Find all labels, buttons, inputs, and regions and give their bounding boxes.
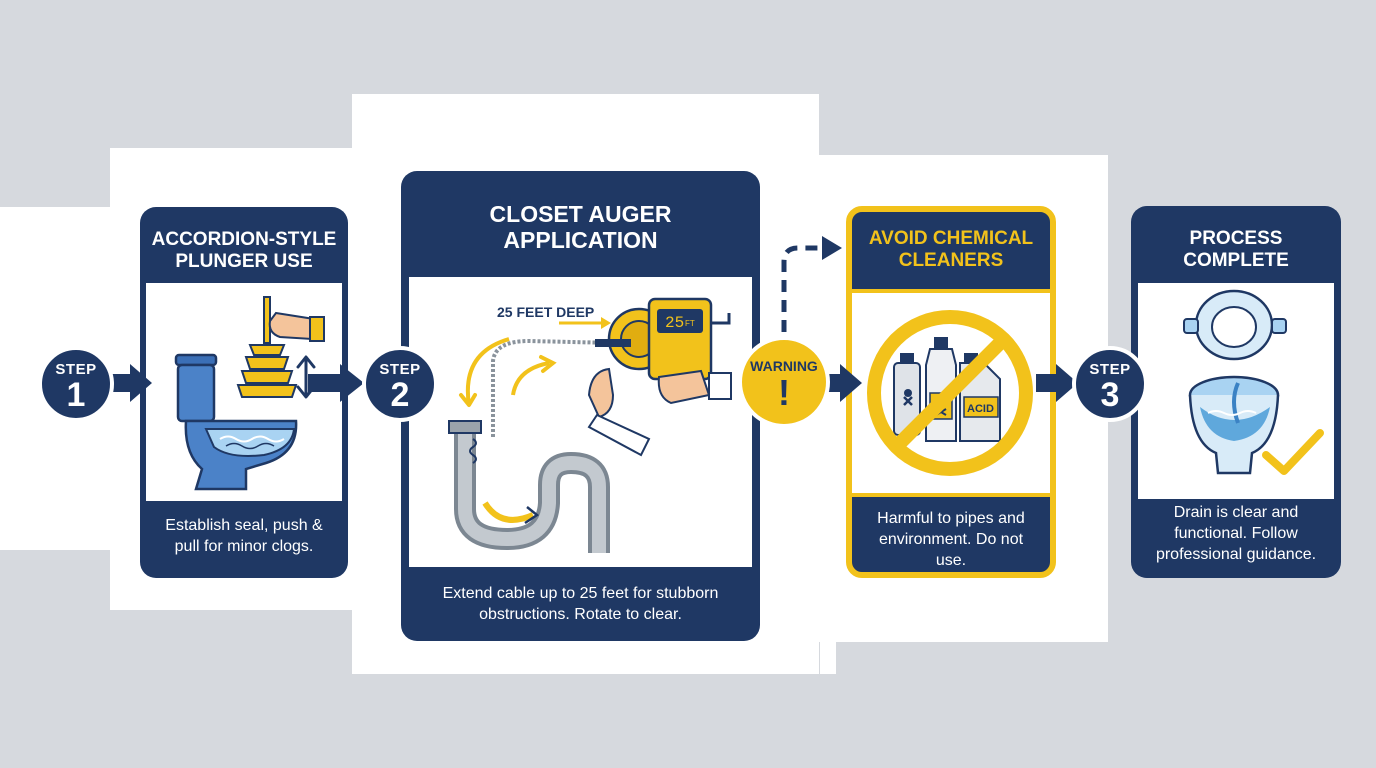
auger-illustration-panel: 25 FEET DEEP 25 FT — [409, 277, 752, 567]
auger-card-description: Extend cable up to 25 feet for stubborn … — [442, 585, 719, 623]
dashed-arrow-icon — [822, 236, 842, 260]
arrow-right-icon — [130, 364, 152, 402]
complete-card-description: Drain is clear and functional. Follow pr… — [1155, 504, 1317, 563]
auger-pipe-illustration: 25 FEET DEEP 25 FT — [448, 297, 732, 553]
plunger-card-description: Establish seal, push & pull for minor cl… — [165, 517, 323, 555]
step-3-badge: STEP 3 — [1072, 346, 1148, 422]
plunger-card: ACCORDION-STYLE PLUNGER USE Establish se… — [140, 207, 348, 578]
chemical-illustration-panel: ACID — [852, 289, 1050, 497]
arrow-right-icon — [840, 364, 862, 402]
process-complete-card: PROCESS COMPLETE Drain is clear and func… — [1131, 206, 1341, 578]
acid-jug-label: ACID — [967, 403, 994, 415]
background-sheet-4 — [820, 640, 836, 674]
auger-card-title: CLOSET AUGER APPLICATION — [489, 201, 672, 254]
auger-display-unit: FT — [685, 319, 695, 328]
chemical-card-title: AVOID CHEMICAL CLEANERS — [868, 228, 1034, 271]
check-icon — [1262, 429, 1324, 475]
plunger-illustration-panel — [146, 283, 342, 501]
step-2-badge: STEP 2 — [362, 346, 438, 422]
plunger-card-title: ACCORDION-STYLE PLUNGER USE — [151, 229, 337, 272]
no-chemicals-illustration: ACID — [867, 310, 1033, 476]
complete-card-title: PROCESS COMPLETE — [1183, 228, 1289, 271]
arrow-right-icon — [340, 364, 364, 402]
complete-illustration-panel — [1138, 283, 1334, 499]
auger-display-value: 25 — [665, 314, 684, 332]
depth-label: 25 FEET DEEP — [497, 304, 594, 320]
exclamation-icon: ! — [778, 372, 790, 413]
auger-card: CLOSET AUGER APPLICATION 25 FEET DEEP — [401, 171, 760, 641]
step-1-badge: STEP 1 — [38, 346, 114, 422]
arrow-right-icon — [1056, 364, 1078, 402]
chemical-warning-card: AVOID CHEMICAL CLEANERS ACID Harmful to … — [846, 206, 1056, 578]
warning-badge: WARNING ! — [738, 336, 830, 428]
chemical-card-description: Harmful to pipes and environment. Do not… — [877, 510, 1025, 569]
plunger-toilet-illustration — [174, 296, 325, 491]
clean-toilet-illustration — [1183, 289, 1324, 475]
